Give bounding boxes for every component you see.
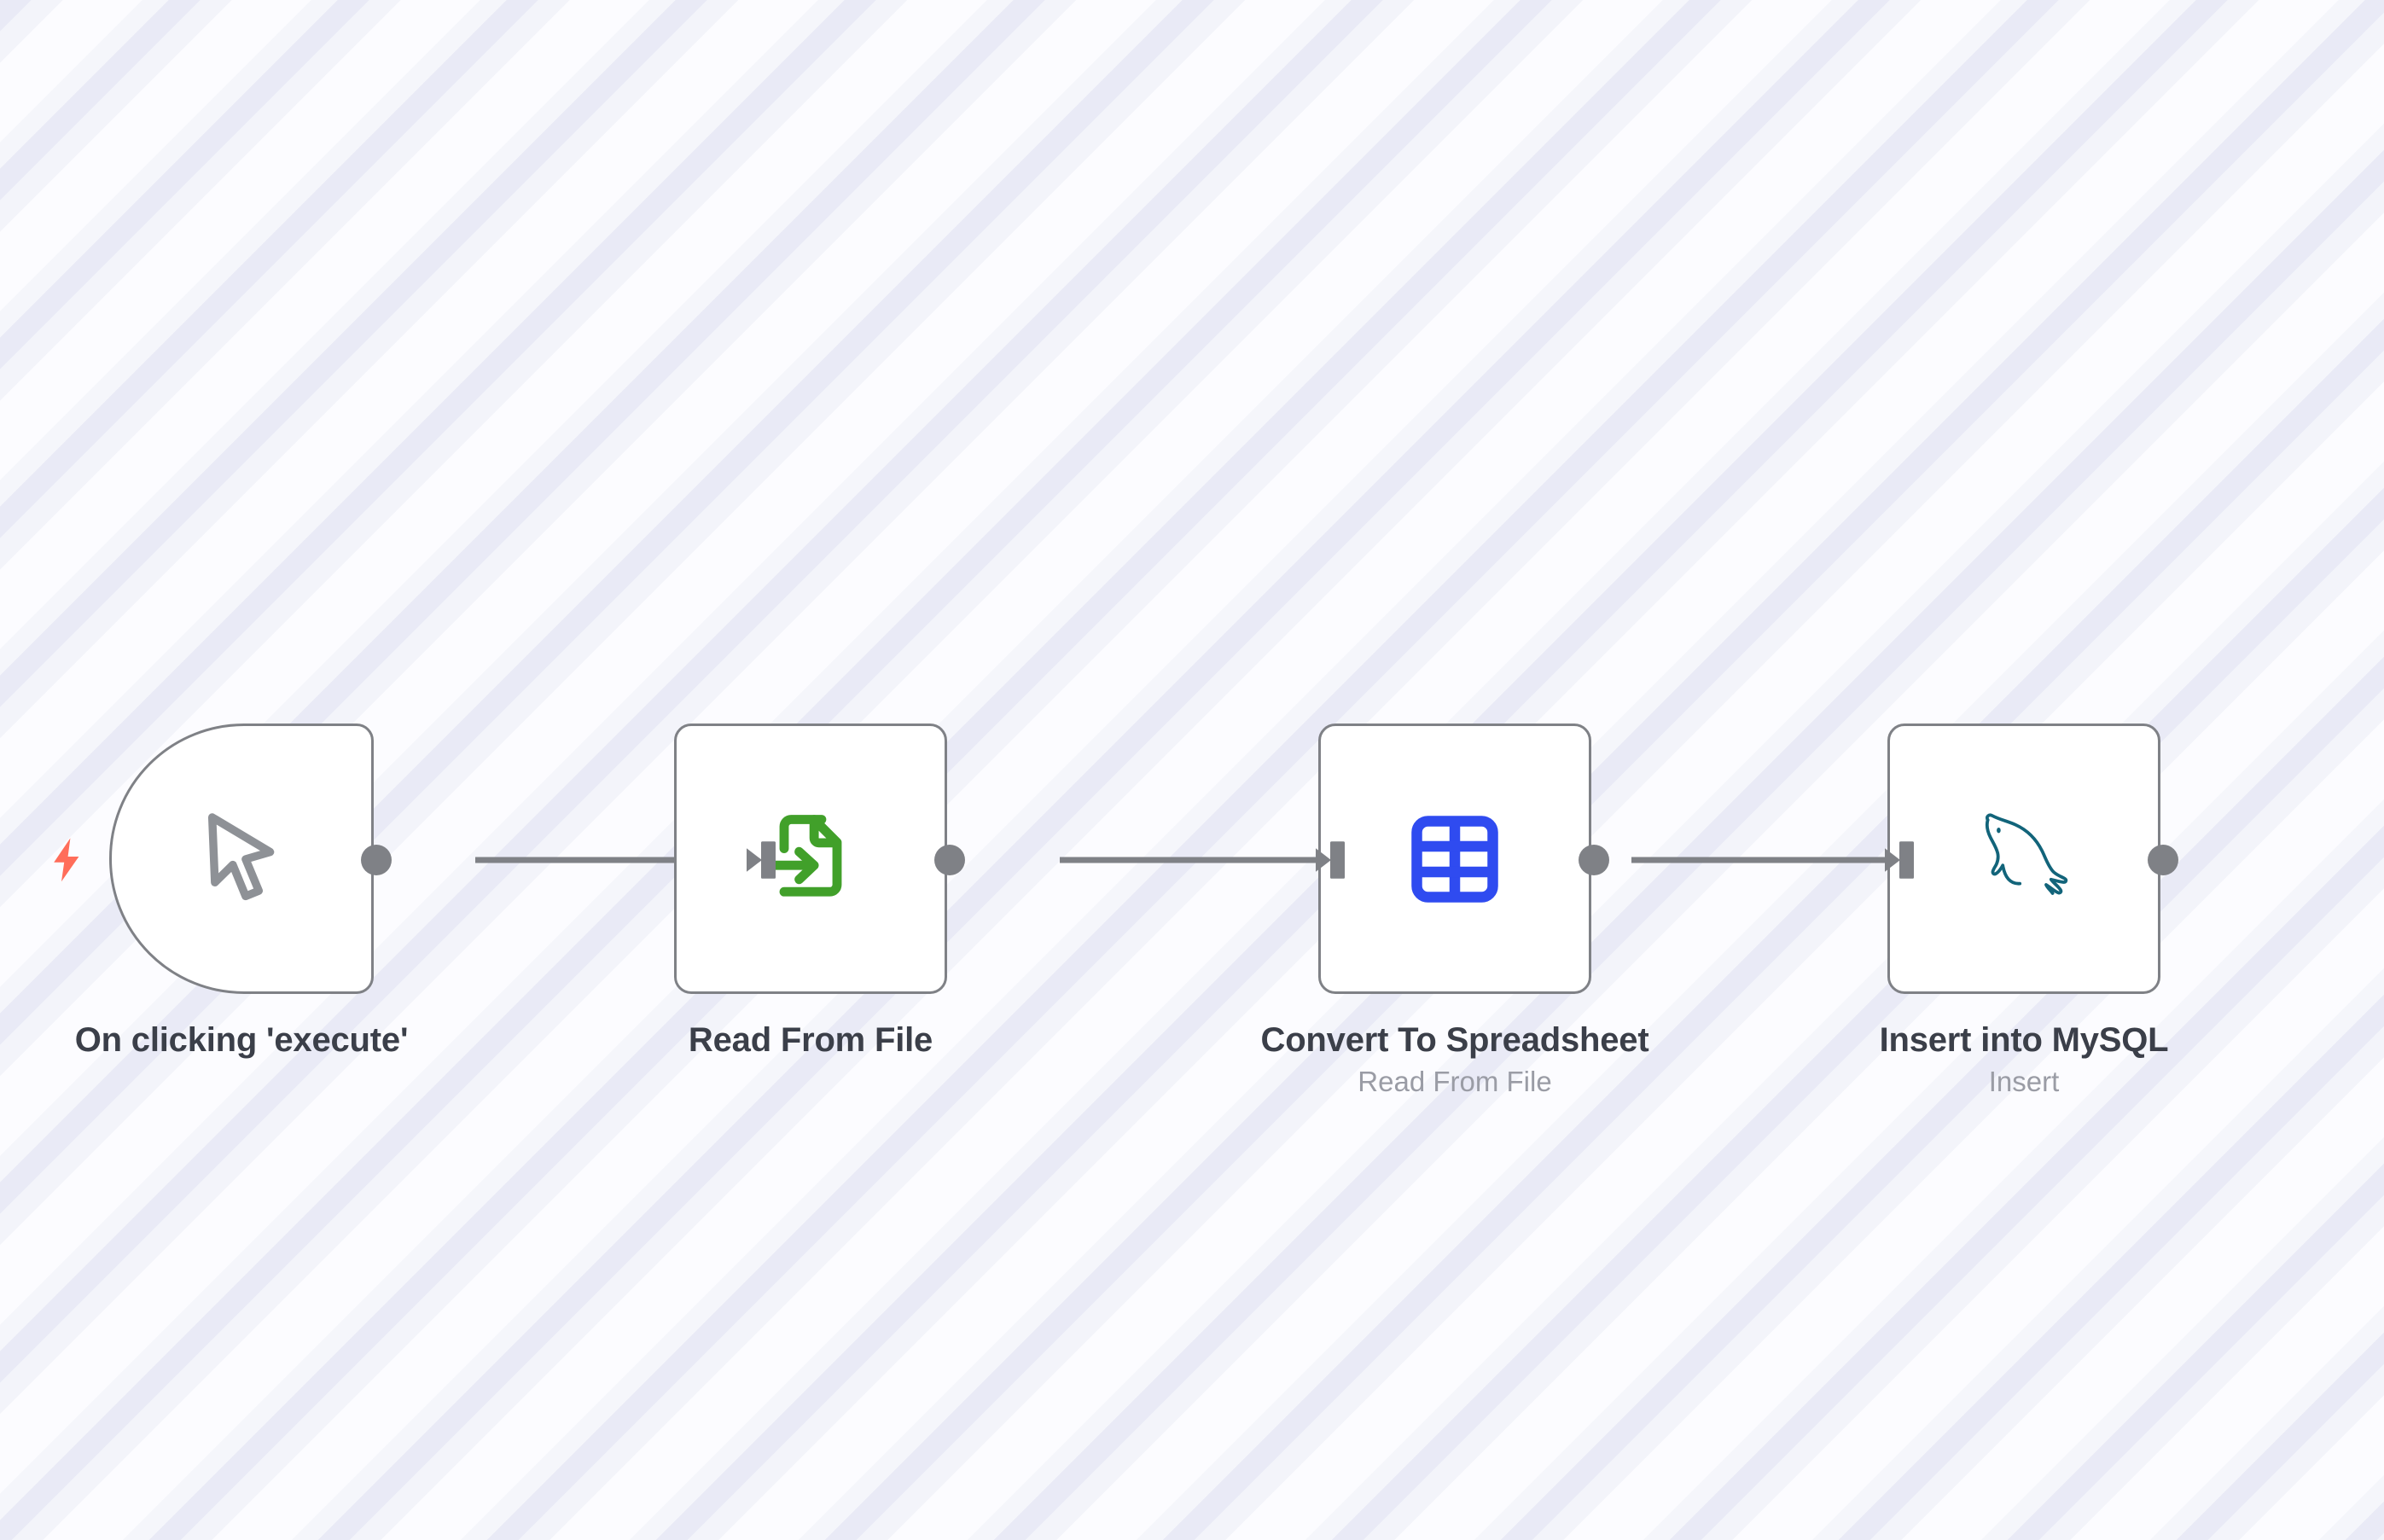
workflow-node-read-from-file[interactable] (674, 724, 947, 994)
file-import-icon (758, 806, 863, 912)
mysql-dolphin-icon (1964, 804, 2084, 915)
node-title: Convert To Spreadsheet (1260, 1021, 1649, 1059)
output-endpoint-convert-to-spreadsheet[interactable] (1579, 845, 1609, 875)
workflow-node-convert-to-spreadsheet[interactable] (1318, 724, 1591, 994)
node-label-insert-into-mysql: Insert into MySQL Insert (1880, 1020, 2169, 1101)
node-title: Read From File (688, 1021, 933, 1059)
node-label-convert-to-spreadsheet: Convert To Spreadsheet Read From File (1261, 1020, 1649, 1101)
node-subtitle: Insert (1988, 1066, 2060, 1098)
output-endpoint-insert-into-mysql[interactable] (2148, 845, 2178, 875)
workflow-node-insert-into-mysql[interactable] (1887, 724, 2160, 994)
spreadsheet-table-icon (1404, 808, 1506, 910)
input-endpoint-convert-to-spreadsheet[interactable] (1315, 840, 1349, 880)
node-subtitle: Read From File (1358, 1066, 1552, 1098)
input-endpoint-insert-into-mysql[interactable] (1884, 840, 1918, 880)
workflow-node-on-clicking-execute[interactable] (109, 724, 374, 994)
node-title: On clicking 'execute' (74, 1021, 409, 1059)
output-endpoint-read-from-file[interactable] (934, 845, 965, 875)
node-label-on-clicking-execute: On clicking 'execute' (75, 1020, 409, 1061)
node-label-read-from-file: Read From File (689, 1020, 933, 1061)
cursor-pointer-icon (194, 805, 289, 913)
node-title: Insert into MySQL (1879, 1021, 2169, 1059)
trigger-bolt-icon (48, 836, 85, 884)
output-endpoint-on-clicking-execute[interactable] (361, 845, 392, 875)
input-endpoint-read-from-file[interactable] (746, 840, 780, 880)
